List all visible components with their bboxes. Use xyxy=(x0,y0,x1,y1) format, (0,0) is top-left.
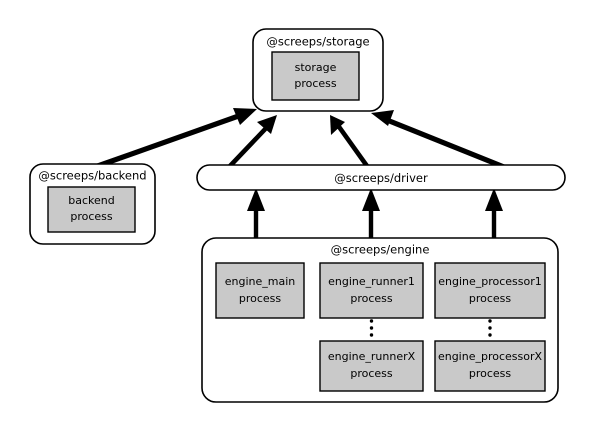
backend-process-name-line1: backend xyxy=(68,194,114,207)
engine-processorx-name-line1: engine_processorX xyxy=(438,350,543,363)
edge-driver-to-storage-left xyxy=(228,115,277,168)
node-engine[interactable]: @screeps/engine engine_main process engi… xyxy=(201,237,559,403)
edge-driver-to-storage-mid xyxy=(330,115,369,168)
engine-processor1-name-line1: engine_processor1 xyxy=(438,275,542,288)
engine-runnerx-box[interactable] xyxy=(319,340,424,392)
engine-runnerx-name-line2: process xyxy=(350,367,393,380)
engine-process-engine-runner1[interactable]: engine_runner1 process xyxy=(319,262,424,319)
edge-engine-to-driver-2 xyxy=(362,188,380,238)
engine-process-engine-processorx[interactable]: engine_processorX process xyxy=(434,340,546,392)
engine-main-name-line2: process xyxy=(239,292,282,305)
ellipsis-processor-column xyxy=(488,319,492,337)
storage-package-label: @screeps/storage xyxy=(266,35,369,49)
edge-backend-to-storage xyxy=(91,108,257,171)
engine-processor1-box[interactable] xyxy=(434,262,546,319)
storage-process-name-line1: storage xyxy=(295,61,337,74)
ellipsis-runner-column xyxy=(369,319,374,337)
engine-process-engine-runnerx[interactable]: engine_runnerX process xyxy=(319,340,424,392)
driver-package-label: @screeps/driver xyxy=(334,171,428,185)
node-backend[interactable]: @screeps/backend backend process xyxy=(29,163,156,245)
engine-main-name-line1: engine_main xyxy=(225,275,296,288)
engine-package-label: @screeps/engine xyxy=(331,243,430,257)
node-driver[interactable]: @screeps/driver xyxy=(196,164,566,191)
backend-package-label: @screeps/backend xyxy=(38,169,146,183)
engine-runner1-name-line2: process xyxy=(350,292,393,305)
storage-process-name-line2: process xyxy=(294,77,337,90)
engine-process-engine-processor1[interactable]: engine_processor1 process xyxy=(434,262,546,319)
engine-processorx-name-line2: process xyxy=(469,367,512,380)
backend-process-box[interactable] xyxy=(47,186,136,233)
backend-process-name-line2: process xyxy=(70,210,113,223)
engine-main-box[interactable] xyxy=(215,262,305,319)
driver-pill[interactable] xyxy=(196,164,566,191)
engine-processor1-name-line2: process xyxy=(469,292,512,305)
edge-driver-to-storage-right xyxy=(371,110,505,170)
engine-process-engine-main[interactable]: engine_main process xyxy=(215,262,305,319)
edge-engine-to-driver-3 xyxy=(485,188,503,238)
storage-process-box[interactable] xyxy=(271,51,360,101)
engine-runnerx-name-line1: engine_runnerX xyxy=(328,350,416,363)
engine-runner1-name-line1: engine_runner1 xyxy=(328,275,415,288)
engine-processorx-box[interactable] xyxy=(434,340,546,392)
engine-runner1-box[interactable] xyxy=(319,262,424,319)
node-storage[interactable]: @screeps/storage storage process xyxy=(252,28,384,112)
edge-engine-to-driver-1 xyxy=(247,188,265,238)
